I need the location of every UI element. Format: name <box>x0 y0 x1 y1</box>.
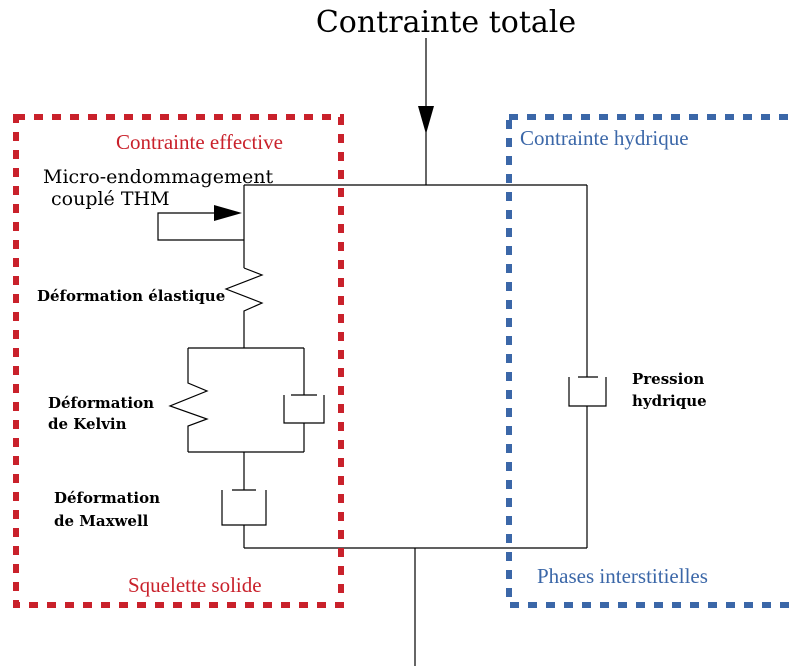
effective-stress-region <box>13 114 344 608</box>
micro-damage-label-line2: couplé THM <box>51 188 170 210</box>
pressure-label-line1: Pression <box>632 370 704 388</box>
hydric-stress-region <box>506 114 789 608</box>
micro-damage-arrow-icon <box>214 205 242 221</box>
maxwell-dashpot-icon <box>221 490 267 526</box>
elastic-spring-icon <box>224 267 264 348</box>
effective-stress-label: Contrainte effective <box>116 130 283 154</box>
title-text: Contrainte totale <box>316 5 576 40</box>
solid-skeleton-label: Squelette solide <box>128 573 262 597</box>
hydric-stress-label: Contrainte hydrique <box>520 126 689 150</box>
kelvin-dashpot-icon <box>283 395 325 424</box>
interstitial-phases-label: Phases interstitielles <box>537 564 708 588</box>
input-arrow-icon <box>418 106 434 134</box>
pressure-dashpot-icon <box>568 377 607 407</box>
micro-damage-label-line1: Micro-endommagement <box>43 166 273 188</box>
elastic-deformation-label: Déformation élastique <box>37 287 225 305</box>
pressure-label-line2: hydrique <box>632 392 707 410</box>
kelvin-label-line1: Déformation <box>48 394 154 412</box>
maxwell-label-line1: Déformation <box>54 489 160 507</box>
micro-damage-link <box>157 212 244 241</box>
kelvin-label-line2: de Kelvin <box>48 415 127 433</box>
kelvin-spring-icon <box>168 348 209 452</box>
maxwell-label-line2: de Maxwell <box>54 512 149 530</box>
